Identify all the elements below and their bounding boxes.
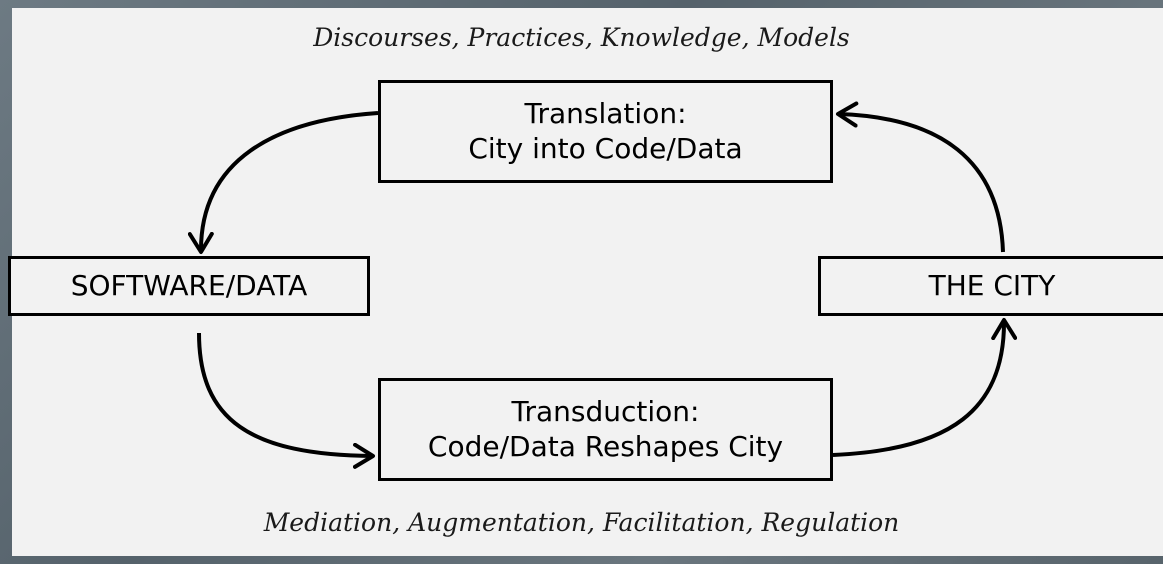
arrow-software-to-transduction [197,332,375,469]
transduction-title: Transduction: [511,395,700,429]
arrow-translation-to-software [187,111,379,254]
the-city-box: THE CITY [818,256,1163,316]
arrow-transduction-to-city [832,318,1018,457]
software-data-box: SOFTWARE/DATA [8,256,370,316]
transduction-box: Transduction: Code/Data Reshapes City [378,378,833,481]
software-data-label: SOFTWARE/DATA [70,268,308,302]
caption-bottom: Mediation, Augmentation, Facilitation, R… [263,508,900,537]
translation-box: Translation: City into Code/Data [378,80,833,183]
transduction-subtitle: Code/Data Reshapes City [427,429,784,463]
translation-subtitle: City into Code/Data [468,131,743,165]
the-city-label: THE CITY [928,268,1056,302]
translation-title: Translation: [524,97,687,131]
arrow-city-to-translation [836,101,1005,253]
caption-top: Discourses, Practices, Knowledge, Models [313,23,850,52]
